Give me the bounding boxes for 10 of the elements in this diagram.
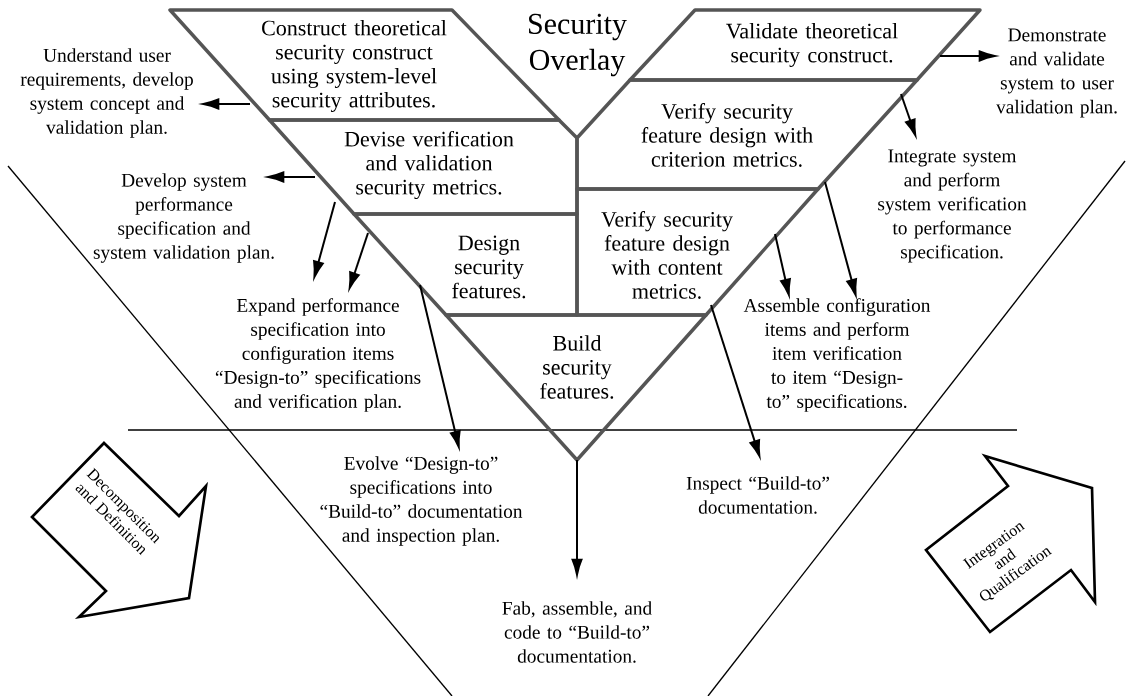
stage-panel: Validate theoretical security construct. [628,8,982,82]
activity-text: Integrate system and perform system verification to performance specification. [878,149,1027,263]
activity-text: Expand performance specification into configuration items “Design-to” specifications and verification plan. [215,298,421,412]
stage-panel: Devise verification and validation security metrics. [267,118,579,216]
activity-text: Assemble configuration items and perform item verification to item “Design-to” specifications. [743,298,931,412]
activity-text: Fab, assemble, and code to “Build-to” documentation. [502,601,652,663]
activity-text: Inspect “Build-to” documentation. [686,476,830,514]
activity-text: Understand user requirements, develop system concept and validation plan. [20,48,193,138]
activity-text: Demonstrate and validate system to user validation plan. [996,28,1117,118]
title: Security Overlay [529,13,627,77]
